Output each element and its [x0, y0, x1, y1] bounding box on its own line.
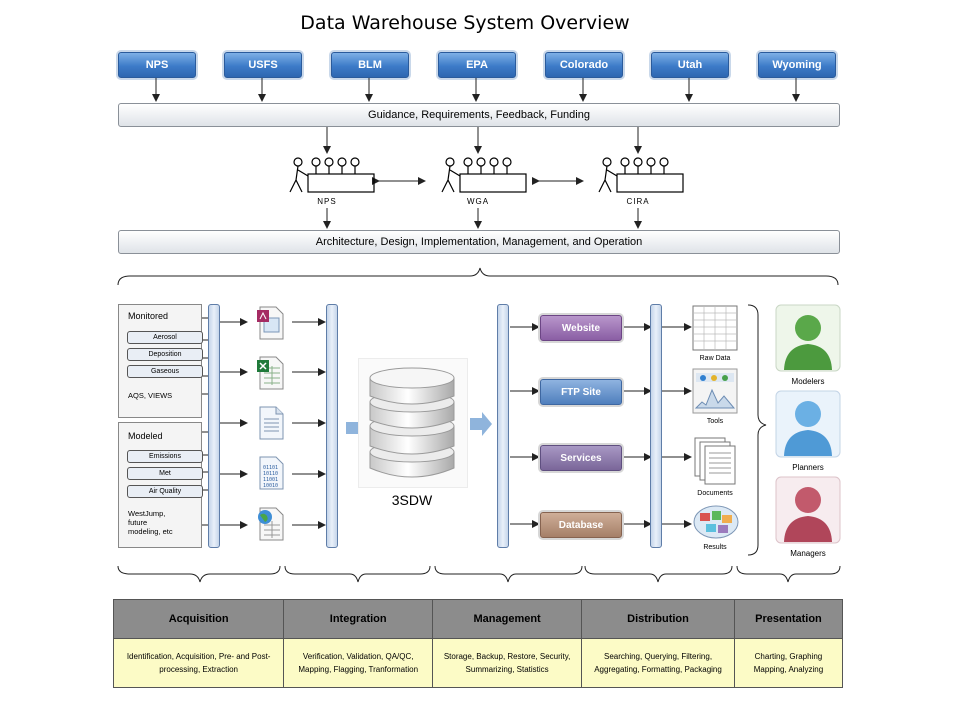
group-label-nps: NPS [317, 197, 337, 206]
phase-header-presentation: Presentation [733, 599, 844, 639]
results-caption: Results [703, 544, 727, 551]
phase-desc-acquisition: Identification, Acquisition, Pre- and Po… [112, 638, 285, 688]
group-label-wga: WGA [466, 197, 490, 206]
phase-header-management: Management [432, 599, 583, 639]
page-title: Data Warehouse System Overview [300, 12, 630, 34]
agency-wyoming-button[interactable]: Wyoming [758, 52, 836, 78]
modeled-item-air-quality: Air Quality [127, 485, 203, 498]
cira-team-icon [598, 157, 684, 193]
monitored-title: Monitored [128, 311, 169, 321]
access-file-icon [257, 306, 284, 340]
agency-colorado-button[interactable]: Colorado [545, 52, 623, 78]
architecture-bar: Architecture, Design, Implementation, Ma… [118, 230, 840, 254]
phase-table: Acquisition Integration Management Distr… [112, 599, 844, 688]
modeler-avatar-icon [775, 304, 841, 372]
nps-team-icon [289, 157, 375, 193]
agency-nps-button[interactable]: NPS [118, 52, 196, 78]
phase-header-acquisition: Acquisition [112, 599, 285, 639]
agency-usfs-button[interactable]: USFS [224, 52, 302, 78]
role-label-managers: Managers [790, 549, 826, 558]
monitored-item-aerosol: Aerosol [127, 331, 203, 344]
wga-team-icon [441, 157, 527, 193]
manager-avatar-icon [775, 476, 841, 544]
phase-desc-distribution: Searching, Querying, Filtering,Aggregati… [581, 638, 735, 688]
svg-text:10110: 10110 [263, 471, 278, 477]
modeled-item-met: Met [127, 467, 203, 480]
modeled-title: Modeled [128, 431, 163, 441]
tools-caption: Tools [706, 418, 724, 425]
role-label-planners: Planners [792, 463, 824, 472]
agency-utah-button[interactable]: Utah [651, 52, 729, 78]
modeled-panel: Modeled Emissions Met Air Quality WestJu… [118, 422, 203, 548]
results-icon [693, 505, 739, 539]
warehouse-label: 3SDW [391, 492, 433, 508]
phase-desc-integration: Verification, Validation, QA/QC,Mapping,… [283, 638, 434, 688]
phase-desc-management: Storage, Backup, Restore, Security,Summa… [432, 638, 583, 688]
monitored-panel: Monitored Aerosol Deposition Gaseous AQS… [118, 304, 203, 418]
integration-bus-bar [326, 304, 338, 548]
distribution-bus-bar-right [650, 304, 662, 548]
binary-file-icon: 01101 10110 11001 10010 [259, 456, 284, 490]
modeled-item-emissions: Emissions [127, 450, 203, 463]
acquisition-bus-bar [208, 304, 220, 548]
phase-header-distribution: Distribution [581, 599, 735, 639]
raw-data-icon [692, 305, 738, 351]
raw-data-caption: Raw Data [699, 355, 731, 362]
agency-epa-button[interactable]: EPA [438, 52, 516, 78]
documents-icon [694, 437, 736, 485]
web-data-file-icon [258, 507, 284, 541]
website-button[interactable]: Website [540, 315, 622, 341]
database-icon [369, 367, 455, 478]
monitored-item-gaseous: Gaseous [127, 365, 203, 378]
services-button[interactable]: Services [540, 445, 622, 471]
monitored-footer: AQS, VIEWS [128, 391, 173, 400]
svg-text:10010: 10010 [263, 483, 278, 489]
distribution-bus-bar-left [497, 304, 509, 548]
planner-avatar-icon [775, 390, 841, 458]
modeled-footer: WestJump, future modeling, etc [128, 509, 173, 536]
group-label-cira: CIRA [626, 197, 650, 206]
svg-text:01101: 01101 [263, 465, 278, 471]
ftp-site-button[interactable]: FTP Site [540, 379, 622, 405]
text-file-icon [259, 406, 284, 440]
tools-icon [692, 368, 738, 414]
excel-file-icon [257, 356, 284, 390]
role-label-modelers: Modelers [791, 377, 825, 386]
database-button[interactable]: Database [540, 512, 622, 538]
monitored-item-deposition: Deposition [127, 348, 203, 361]
agency-blm-button[interactable]: BLM [331, 52, 409, 78]
documents-caption: Documents [697, 490, 733, 497]
guidance-bar: Guidance, Requirements, Feedback, Fundin… [118, 103, 840, 127]
phase-header-integration: Integration [283, 599, 434, 639]
svg-text:11001: 11001 [263, 477, 278, 483]
